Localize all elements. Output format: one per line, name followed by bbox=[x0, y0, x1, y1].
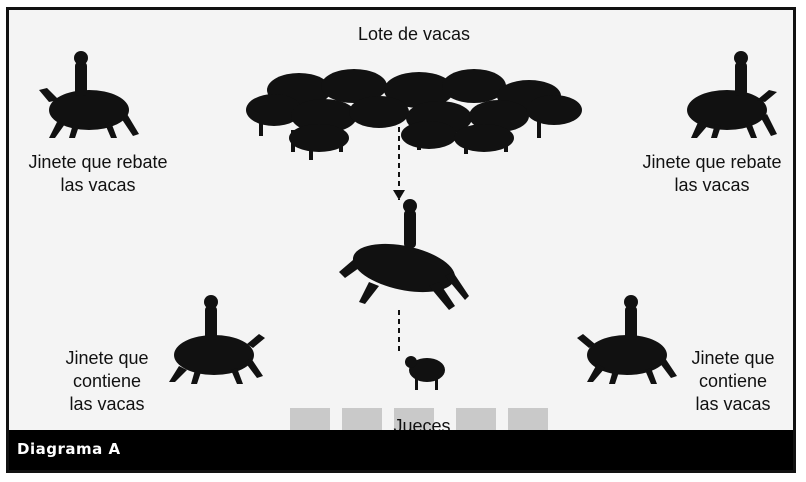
cow-icon bbox=[405, 356, 445, 390]
cutting-horse-rider-icon bbox=[339, 199, 469, 310]
caption-bar: Diagrama A bbox=[9, 430, 793, 470]
turnback-right-label: Jinete que rebate las vacas bbox=[642, 152, 782, 195]
herd-holder-left-icon bbox=[169, 295, 265, 384]
arrow-down-icon bbox=[393, 190, 405, 200]
turnback-rider-right-icon bbox=[687, 51, 777, 138]
herd-holder-left-label: Jinete que contiene las vacas bbox=[65, 348, 149, 414]
cattle-herd-icon bbox=[246, 69, 582, 160]
herd-holder-right-icon bbox=[577, 295, 677, 384]
herd-label: Lote de vacas bbox=[357, 24, 471, 44]
diagram-artwork bbox=[39, 51, 777, 390]
diagram-frame: Lote de vacas Jinete que rebate las vaca… bbox=[6, 7, 796, 473]
herd-holder-right-label: Jinete que contiene las vacas bbox=[691, 348, 775, 414]
turnback-left-label: Jinete que rebate las vacas bbox=[28, 152, 168, 195]
diagram-caption: Diagrama A bbox=[17, 440, 121, 458]
turnback-rider-left-icon bbox=[39, 51, 139, 138]
